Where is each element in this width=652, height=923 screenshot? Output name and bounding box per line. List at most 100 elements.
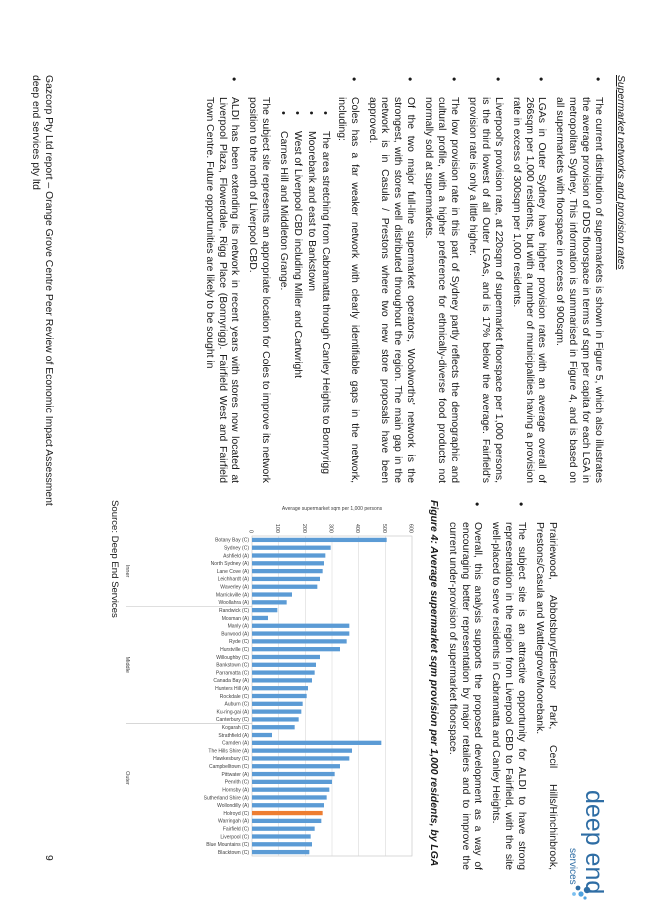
x-tick-label: Camden (A) — [222, 741, 249, 747]
bar — [251, 615, 268, 621]
x-tick-label: Blacktown (C) — [218, 850, 249, 856]
bar — [251, 725, 295, 730]
bullet-low-provision: The low provision rate in this part of S… — [421, 75, 460, 483]
x-tick-label: Mosman (A) — [222, 616, 250, 622]
coles-gap-item: Carnes Hill and Middleton Grange. — [276, 97, 289, 483]
x-tick-label: Woollahra (A) — [218, 600, 249, 606]
y-tick-label: 100 — [274, 524, 280, 533]
y-tick-label: 0 — [247, 530, 253, 533]
y-tick-label: 200 — [301, 524, 307, 533]
x-tick-label: Ryde (C) — [229, 639, 249, 645]
subject-site-paragraph: The subject site represents an appropria… — [247, 97, 272, 483]
y-tick-label: 400 — [354, 524, 360, 533]
x-tick-label: Manly (A) — [227, 624, 249, 630]
x-tick-label: North Sydney (A) — [210, 561, 249, 567]
bar — [251, 740, 382, 745]
right-bullet-list: The subject site is an attractive opport… — [445, 500, 528, 870]
x-tick-label: Burwood (A) — [221, 631, 249, 637]
x-tick-label: Hornsby (A) — [222, 787, 249, 793]
x-tick-label: Pittwater (A) — [221, 772, 249, 778]
footer-report-title: Gazcorp Pty Ltd report – Orange Grove Ce… — [43, 75, 54, 506]
bar — [251, 764, 340, 769]
x-tick-label: Blue Mountains (C) — [206, 842, 249, 848]
aldi-continuation: Prairiewood, Abbotsbury/Edensor Park, Ce… — [534, 522, 558, 870]
x-tick-label: Liverpool (C) — [220, 834, 249, 840]
coles-gap-item: The area stretching from Cabramatta thro… — [318, 97, 331, 483]
bar — [251, 701, 303, 706]
group-label: Inner — [124, 565, 130, 578]
footer-company: deep end services pty ltd — [30, 75, 42, 190]
x-tick-label: The Hills Shire (A) — [208, 748, 249, 754]
x-tick-label: Sydney (C) — [224, 546, 249, 552]
bar — [251, 748, 352, 753]
y-tick-label: 300 — [327, 524, 333, 533]
x-tick-label: Canada Bay (A) — [213, 678, 249, 684]
x-tick-label: Auburn (C) — [224, 702, 249, 708]
bar — [251, 795, 327, 800]
x-tick-label: Hurstville (C) — [220, 647, 249, 653]
bar — [251, 553, 326, 558]
x-tick-label: Willoughby (C) — [216, 655, 249, 661]
x-tick-label: Parramatta (C) — [216, 670, 249, 676]
coles-gap-item: West of Liverpool CBD including Miller a… — [290, 97, 303, 483]
x-tick-label: Fairfield (C) — [223, 826, 249, 832]
x-tick-label: Ku-ring-gai (A) — [216, 709, 249, 715]
deep-end-logo-mark: deep end services — [567, 790, 608, 900]
bar — [251, 818, 322, 824]
x-tick-label: Penrith (C) — [225, 780, 250, 786]
bullet-overall: Overall, this analysis supports the prop… — [445, 500, 484, 870]
left-column: Supermarket networks and provision rates… — [197, 75, 626, 483]
bar — [251, 693, 307, 699]
x-tick-label: Botany Bay (C) — [215, 538, 249, 544]
bar — [251, 678, 312, 683]
bar — [251, 779, 332, 784]
x-tick-label: Ashfield (A) — [223, 553, 249, 559]
bar — [251, 849, 310, 855]
bar — [251, 717, 299, 722]
x-tick-label: Lane Cove (A) — [217, 569, 250, 575]
x-tick-label: Marrickville (A) — [216, 592, 249, 598]
bar — [251, 576, 320, 582]
bar — [251, 756, 350, 761]
bar — [251, 639, 347, 644]
x-tick-label: Warringah (A) — [218, 819, 249, 825]
bar — [251, 631, 350, 636]
bar — [251, 709, 302, 714]
bullet-outer-sydney: LGAs in Outer Sydney have higher provisi… — [509, 75, 548, 483]
x-tick-label: Leichhardt (A) — [217, 577, 249, 583]
bar — [251, 670, 315, 675]
bar — [251, 826, 315, 831]
x-tick-label: Waverley (A) — [220, 585, 249, 591]
bar — [251, 584, 318, 589]
section-heading: Supermarket networks and provision rates — [615, 75, 626, 270]
x-tick-label: Kogarah (C) — [222, 725, 250, 731]
bullet-liverpool-rate: Liverpool's provision rate, at 220sqm of… — [465, 75, 504, 483]
bar — [251, 537, 387, 543]
aldi-bullet-list: ALDI has been extending its network in r… — [202, 75, 241, 483]
y-tick-label: 600 — [407, 524, 413, 533]
bar — [251, 600, 287, 605]
x-tick-label: Bankstown (C) — [216, 663, 249, 669]
bullet-aldi: ALDI has been extending its network in r… — [202, 75, 241, 483]
x-tick-label: Canterbury (C) — [216, 717, 249, 723]
x-tick-label: Campbelltown (C) — [209, 764, 249, 770]
bar — [251, 771, 335, 777]
figure-caption: Figure 4: Average supermarket sqm provis… — [427, 500, 439, 867]
group-label: Middle — [124, 657, 130, 673]
coles-gap-list: The area stretching from Cabramatta thro… — [276, 97, 331, 483]
logo-subtitle: services — [567, 848, 578, 885]
bullet-coles: Coles has a far weaker network with clea… — [276, 75, 360, 483]
bar — [251, 662, 316, 667]
y-axis-label: Average supermarket sqm per 1,000 person… — [282, 506, 383, 512]
bar — [251, 810, 323, 816]
x-tick-label: Hunters Hill (A) — [215, 686, 249, 692]
bullet-woolworths: Of the two major full-line supermarket o… — [365, 75, 417, 483]
x-tick-label: Rockdale (C) — [220, 694, 250, 700]
bar — [251, 608, 278, 613]
bar — [251, 842, 312, 847]
bar — [251, 787, 330, 792]
logo-wordmark: deep end — [580, 790, 608, 894]
x-tick-label: Holroyd (C) — [223, 811, 249, 817]
